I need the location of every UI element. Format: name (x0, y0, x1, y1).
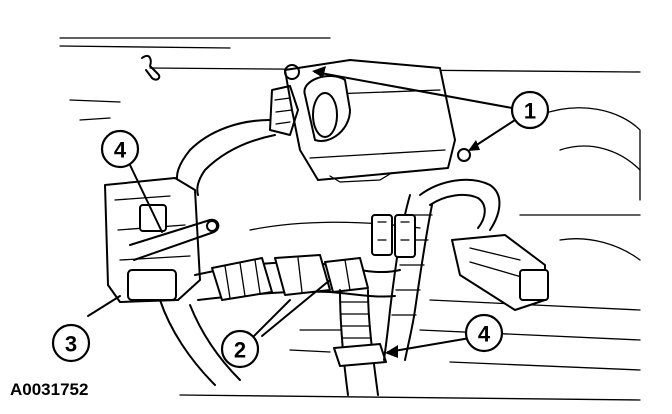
callout-2: 2 (220, 329, 260, 369)
arrowhead-1b (468, 140, 480, 151)
left-sensor-block (104, 177, 220, 303)
harness-lower-left (159, 299, 216, 386)
arrowhead-4b (385, 345, 398, 358)
callout-4-lower: 4 (464, 313, 504, 353)
callout-2-label: 2 (234, 338, 246, 363)
right-connector (451, 234, 549, 311)
figure-id: A0031752 (10, 380, 88, 399)
callout-4-upper: 4 (100, 129, 140, 169)
callout-3-label: 3 (65, 332, 77, 357)
control-module (269, 59, 471, 183)
main-harness (194, 254, 401, 301)
callout-3: 3 (51, 323, 91, 363)
leader-lines (87, 71, 516, 353)
connector-cluster (371, 214, 416, 258)
harness-upper (175, 119, 271, 186)
callout-1: 1 (510, 90, 550, 130)
callout-4-lower-label: 4 (478, 322, 491, 347)
corrugated-hose (333, 289, 387, 396)
arrowhead-1a (312, 66, 326, 78)
hose-clip (141, 54, 161, 81)
callout-1-label: 1 (524, 99, 536, 124)
callout-4-upper-label: 4 (114, 138, 127, 163)
